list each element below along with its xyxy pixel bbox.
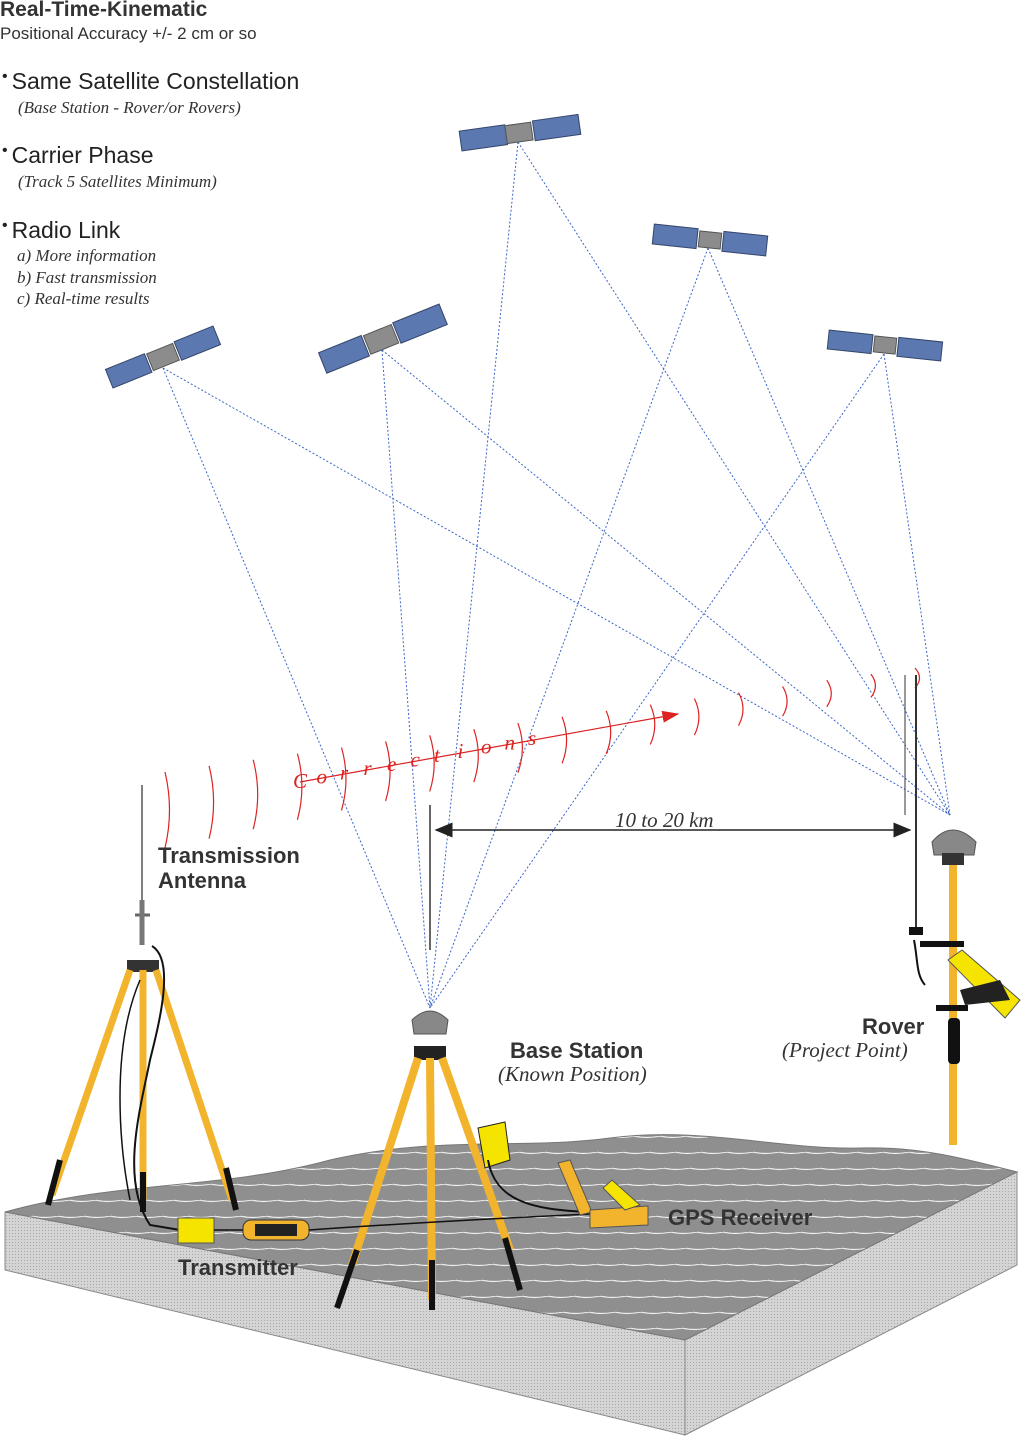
bullet-carrier-phase: •Carrier Phase bbox=[2, 142, 154, 169]
accuracy-subtitle: Positional Accuracy +/- 2 cm or so bbox=[0, 24, 257, 43]
rover-label: Rover bbox=[862, 1014, 925, 1039]
bullet-note: a) More information bbox=[17, 246, 157, 265]
terrain bbox=[4, 1134, 1019, 1436]
bullet-dot: • bbox=[2, 217, 8, 234]
radio-wave-arc bbox=[517, 722, 523, 773]
radio-wave-arc bbox=[252, 759, 259, 830]
bullet-note: (Base Station - Rover/or Rovers) bbox=[18, 98, 241, 117]
corrections-letter: n bbox=[505, 730, 516, 754]
corrections-letter: t bbox=[434, 743, 441, 767]
radio-wave-arc bbox=[164, 771, 171, 849]
radio-wave-arc bbox=[473, 729, 479, 783]
gps-receiver-unit bbox=[557, 1159, 649, 1229]
transmission-antenna-tripod bbox=[45, 785, 239, 1231]
radio-wave-arc bbox=[605, 710, 612, 755]
bullet-satellite-constellation: •Same Satellite Constellation bbox=[2, 68, 299, 95]
rover-pole bbox=[904, 675, 1021, 1145]
bullet-label: Carrier Phase bbox=[11, 142, 154, 168]
transmitter-label: Transmitter bbox=[178, 1255, 298, 1280]
satellite-2 bbox=[317, 303, 448, 374]
corrections-letter: r bbox=[340, 760, 349, 784]
radio-wave-arc bbox=[737, 692, 744, 726]
corrections-letter: o bbox=[481, 735, 492, 759]
corrections-letter: e bbox=[387, 752, 396, 776]
radio-wave-arc bbox=[385, 741, 391, 802]
radio-wave-arc bbox=[693, 698, 700, 736]
bullet-note: b) Fast transmission bbox=[17, 268, 157, 287]
base-station-label: Base Station bbox=[510, 1038, 644, 1063]
radio-wave-arc bbox=[340, 747, 347, 811]
bullet-dot: • bbox=[2, 68, 8, 85]
satellite-sight-lines bbox=[162, 141, 951, 1009]
radio-wave-arc bbox=[208, 765, 215, 839]
corrections-letter: r bbox=[364, 756, 373, 780]
bullet-dot: • bbox=[2, 142, 8, 159]
base-station-tripod bbox=[334, 1010, 591, 1310]
corrections-letter: i bbox=[458, 739, 464, 763]
corrections-letter: C bbox=[293, 769, 308, 793]
gps-receiver-label: GPS Receiver bbox=[668, 1205, 813, 1230]
radio-wave-arc bbox=[826, 679, 832, 708]
correction-radio-waves bbox=[164, 667, 921, 849]
satellite-3 bbox=[458, 113, 582, 152]
corrections-letter: c bbox=[411, 748, 421, 772]
radio-wave-arc bbox=[296, 753, 303, 820]
transmitter-box bbox=[177, 1213, 591, 1244]
corrections-arrow bbox=[299, 710, 680, 783]
corrections-letter: s bbox=[528, 726, 536, 750]
bullet-label: Radio Link bbox=[11, 217, 121, 243]
rover-note: (Project Point) bbox=[782, 1038, 908, 1062]
radio-wave-arc bbox=[429, 735, 435, 792]
base-station-note: (Known Position) bbox=[498, 1062, 647, 1086]
page-title: Real-Time-Kinematic bbox=[0, 0, 208, 21]
bullet-radio-link: •Radio Link bbox=[2, 217, 120, 244]
transmission-antenna-label: Transmission Antenna bbox=[158, 843, 328, 893]
distance-label: 10 to 20 km bbox=[615, 808, 714, 832]
bullet-label: Same Satellite Constellation bbox=[11, 68, 300, 94]
radio-wave-arc bbox=[782, 686, 788, 717]
transmission-antenna-text: Transmission Antenna bbox=[158, 843, 300, 893]
radio-wave-arc bbox=[561, 716, 568, 764]
radio-wave-arc bbox=[649, 704, 656, 745]
bullet-note: c) Real-time results bbox=[17, 289, 150, 308]
corrections-letter: o bbox=[317, 765, 328, 789]
satellite-1 bbox=[104, 325, 222, 389]
satellite-4 bbox=[651, 223, 769, 257]
bullet-note: (Track 5 Satellites Minimum) bbox=[18, 172, 217, 191]
radio-wave-arc bbox=[870, 673, 876, 698]
satellite-5 bbox=[826, 329, 944, 362]
